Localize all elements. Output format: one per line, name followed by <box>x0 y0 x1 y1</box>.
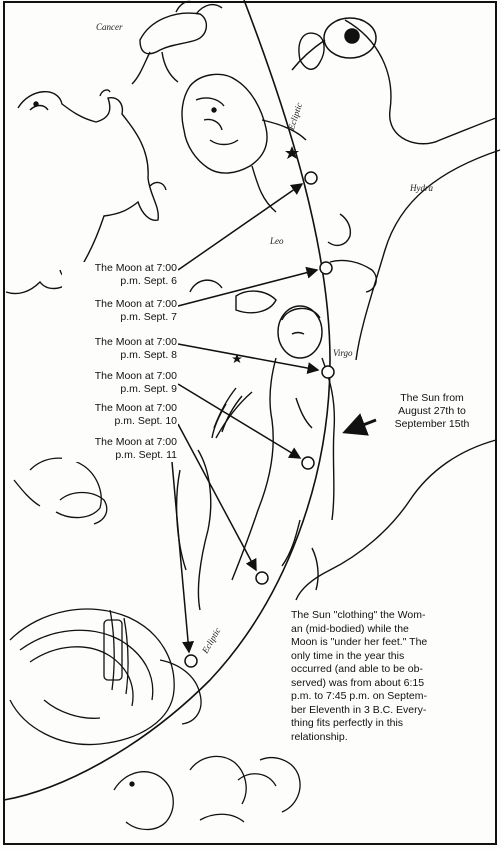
cancer-crab-drawing <box>131 0 223 85</box>
moon-label-line2: p.m. Sept. 6 <box>120 275 177 287</box>
moon-circle-sept9 <box>301 456 315 470</box>
caption-line: occurred (and able to be ob- <box>291 663 423 675</box>
moon-circle-sept6 <box>304 171 318 185</box>
caption-line: Moon is "under her feet." The <box>291 636 428 648</box>
moon-circle-sept8 <box>321 365 335 379</box>
moon-label-line1: The Moon at 7:00 <box>94 370 177 382</box>
leo-label: Leo <box>270 236 284 246</box>
moon-label-sept9: The Moon at 7:00 p.m. Sept. 9 <box>62 370 178 396</box>
chariot-drawing <box>9 608 202 746</box>
moon-label-sept8: The Moon at 7:00 p.m. Sept. 8 <box>62 336 178 362</box>
leo-lion-drawing <box>181 32 377 314</box>
caption-line: p.m. to 7:45 p.m. on Septem- <box>291 690 427 702</box>
moon-label-line1: The Moon at 7:00 <box>94 336 177 348</box>
moon-label-line1: The Moon at 7:00 <box>94 436 177 448</box>
virgo-label: Virgo <box>333 348 353 358</box>
hydra-boundary-mid <box>355 149 501 361</box>
explanation-caption: The Sun "clothing" the Wom- an (mid-bodi… <box>291 609 489 744</box>
corvus-drawing <box>13 457 108 525</box>
caption-line: ber Eleventh in 3 B.C. Every- <box>291 703 427 716</box>
cancer-label: Cancer <box>96 22 123 32</box>
hydra-head-drawing <box>291 17 377 71</box>
arrow-sept7 <box>177 266 319 307</box>
moon-label-line1: The Moon at 7:00 <box>94 402 177 414</box>
caption-line: relationship. <box>291 730 348 743</box>
moon-label-line2: p.m. Sept. 8 <box>120 349 177 361</box>
sun-arrow <box>342 413 377 436</box>
caption-line: The Sun "clothing" the Wom- <box>291 609 426 621</box>
page-border <box>3 1 497 845</box>
star-marks <box>232 146 299 363</box>
arrow-sept11 <box>171 461 195 654</box>
arrow-sept6 <box>177 183 304 271</box>
moon-label-line2: p.m. Sept. 7 <box>120 311 177 323</box>
moon-label-line1: The Moon at 7:00 <box>94 262 177 274</box>
moon-label-sept10: The Moon at 7:00 p.m. Sept. 10 <box>62 402 178 428</box>
ecliptic-line <box>3 0 331 801</box>
moon-label-sept7: The Moon at 7:00 p.m. Sept. 7 <box>62 298 178 324</box>
hydra-boundary-lower <box>295 439 497 601</box>
sun-note-line2: August 27th to <box>398 405 466 417</box>
caption-line: served) was from about 6:15 <box>291 676 425 689</box>
caption-line: only time in the year this <box>291 649 405 662</box>
bottom-creatures-drawing <box>113 755 301 831</box>
moon-label-sept6: The Moon at 7:00 p.m. Sept. 6 <box>62 262 178 288</box>
sun-position-note: The Sun from August 27th to September 15… <box>378 392 486 431</box>
moon-circle-sept7 <box>319 261 333 275</box>
arrow-sept10 <box>177 423 257 572</box>
arrow-sept9 <box>177 383 302 459</box>
hydra-label: Hydra <box>410 183 433 193</box>
sun-note-line1: The Sun from <box>400 392 464 404</box>
moon-label-line2: p.m. Sept. 10 <box>114 415 177 427</box>
moon-label-sept11: The Moon at 7:00 p.m. Sept. 11 <box>62 436 178 462</box>
moon-circle-sept11 <box>184 654 198 668</box>
moon-label-line2: p.m. Sept. 9 <box>120 383 177 395</box>
moon-label-line2: p.m. Sept. 11 <box>115 449 177 461</box>
caption-line: thing fits perfectly in this <box>291 717 404 729</box>
caption-line: an (mid-bodied) while the <box>291 622 409 635</box>
sun-note-line3: September 15th <box>394 418 470 430</box>
moon-circle-sept10 <box>255 571 269 585</box>
moon-arrows <box>171 183 320 654</box>
moon-circles <box>184 171 335 668</box>
hydra-boundary-upper <box>344 19 497 145</box>
moon-label-line1: The Moon at 7:00 <box>94 298 177 310</box>
arrow-sept8 <box>177 343 320 374</box>
